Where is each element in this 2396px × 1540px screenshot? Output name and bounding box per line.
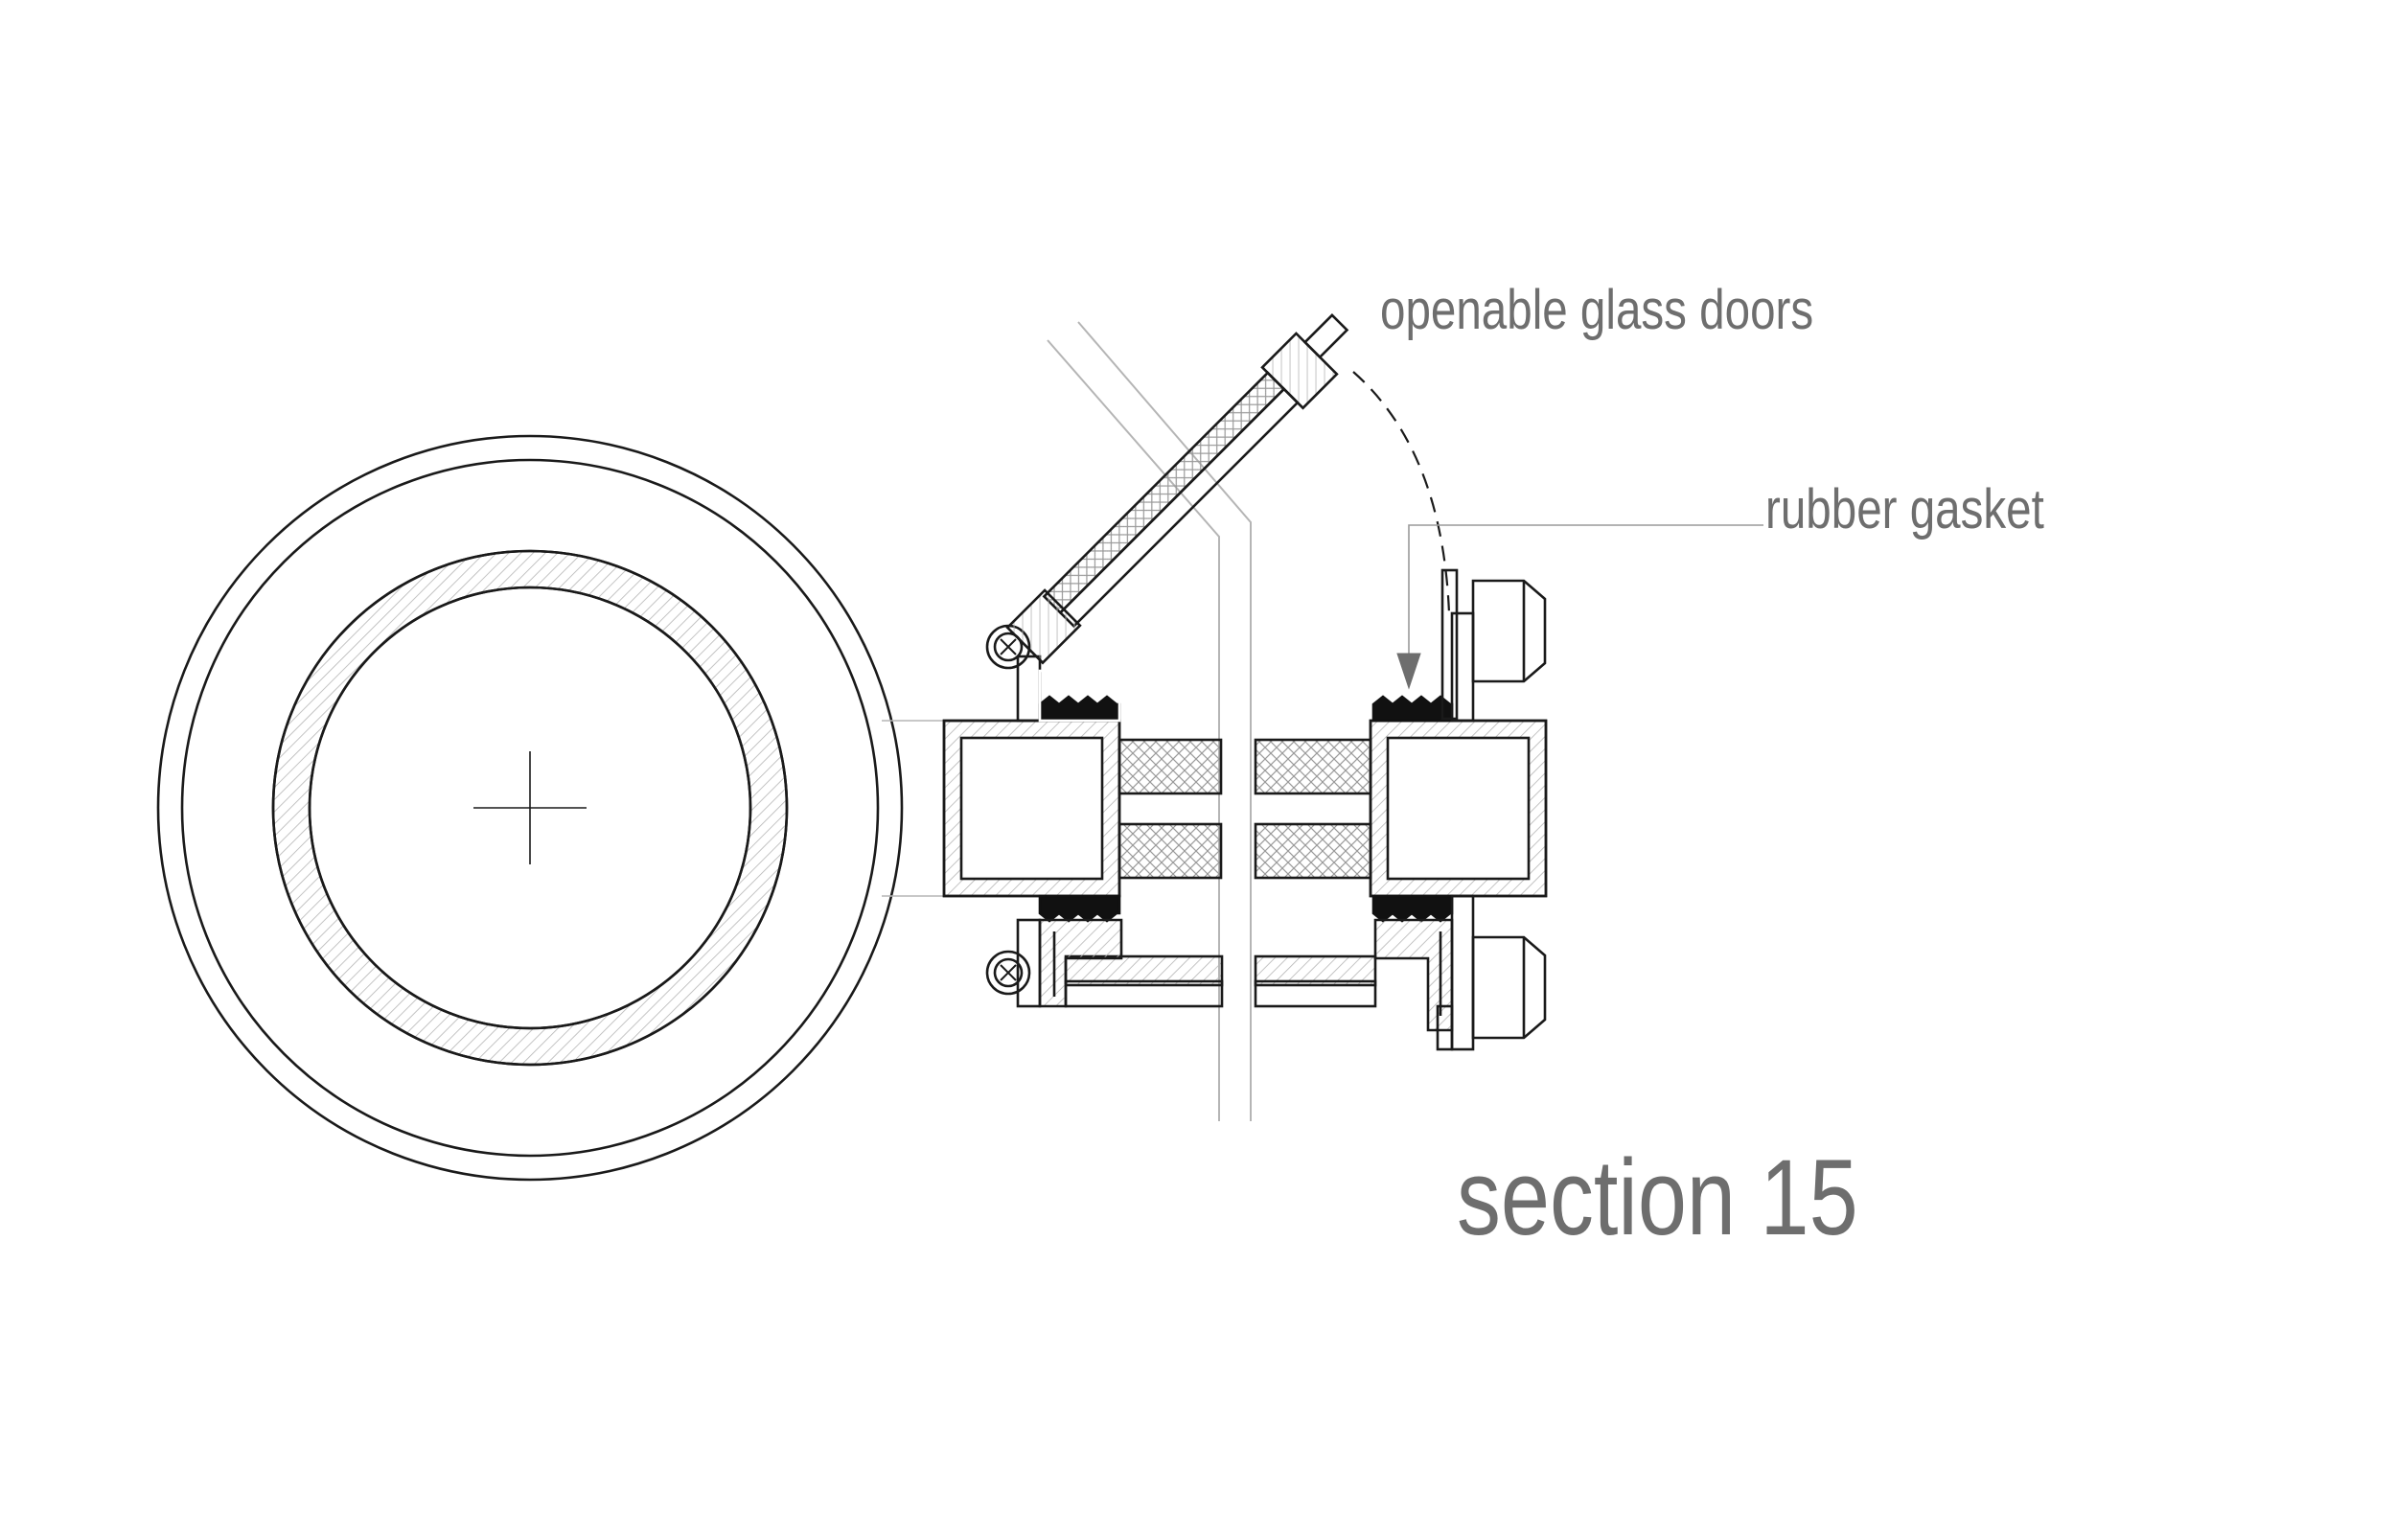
bottom-glazing bbox=[1064, 954, 1377, 1008]
pin-icon-bottom bbox=[1471, 935, 1547, 1040]
rubber-gasket-label: rubber gasket bbox=[1765, 478, 2044, 540]
left-upper-profile bbox=[1016, 655, 1121, 723]
left-post bbox=[942, 719, 1121, 898]
open-door-leaf bbox=[1005, 313, 1349, 665]
door-swing-arc bbox=[1352, 371, 1451, 614]
gaskets bbox=[1038, 695, 1454, 923]
round-column bbox=[156, 434, 944, 1182]
section-title: section 15 bbox=[1457, 1138, 1858, 1257]
right-post bbox=[1369, 719, 1548, 898]
right-lower-profile bbox=[1373, 918, 1454, 1032]
openable-glass-doors-label: openable glass doors bbox=[1380, 279, 1814, 341]
pin-icon-top bbox=[1471, 579, 1547, 683]
hinge-icon-bottom bbox=[985, 950, 1031, 996]
wall-lines bbox=[1047, 321, 1252, 1121]
infill-panels bbox=[1117, 738, 1372, 880]
gasket-leader bbox=[1396, 524, 1763, 690]
arrow-down-icon bbox=[1396, 653, 1421, 690]
